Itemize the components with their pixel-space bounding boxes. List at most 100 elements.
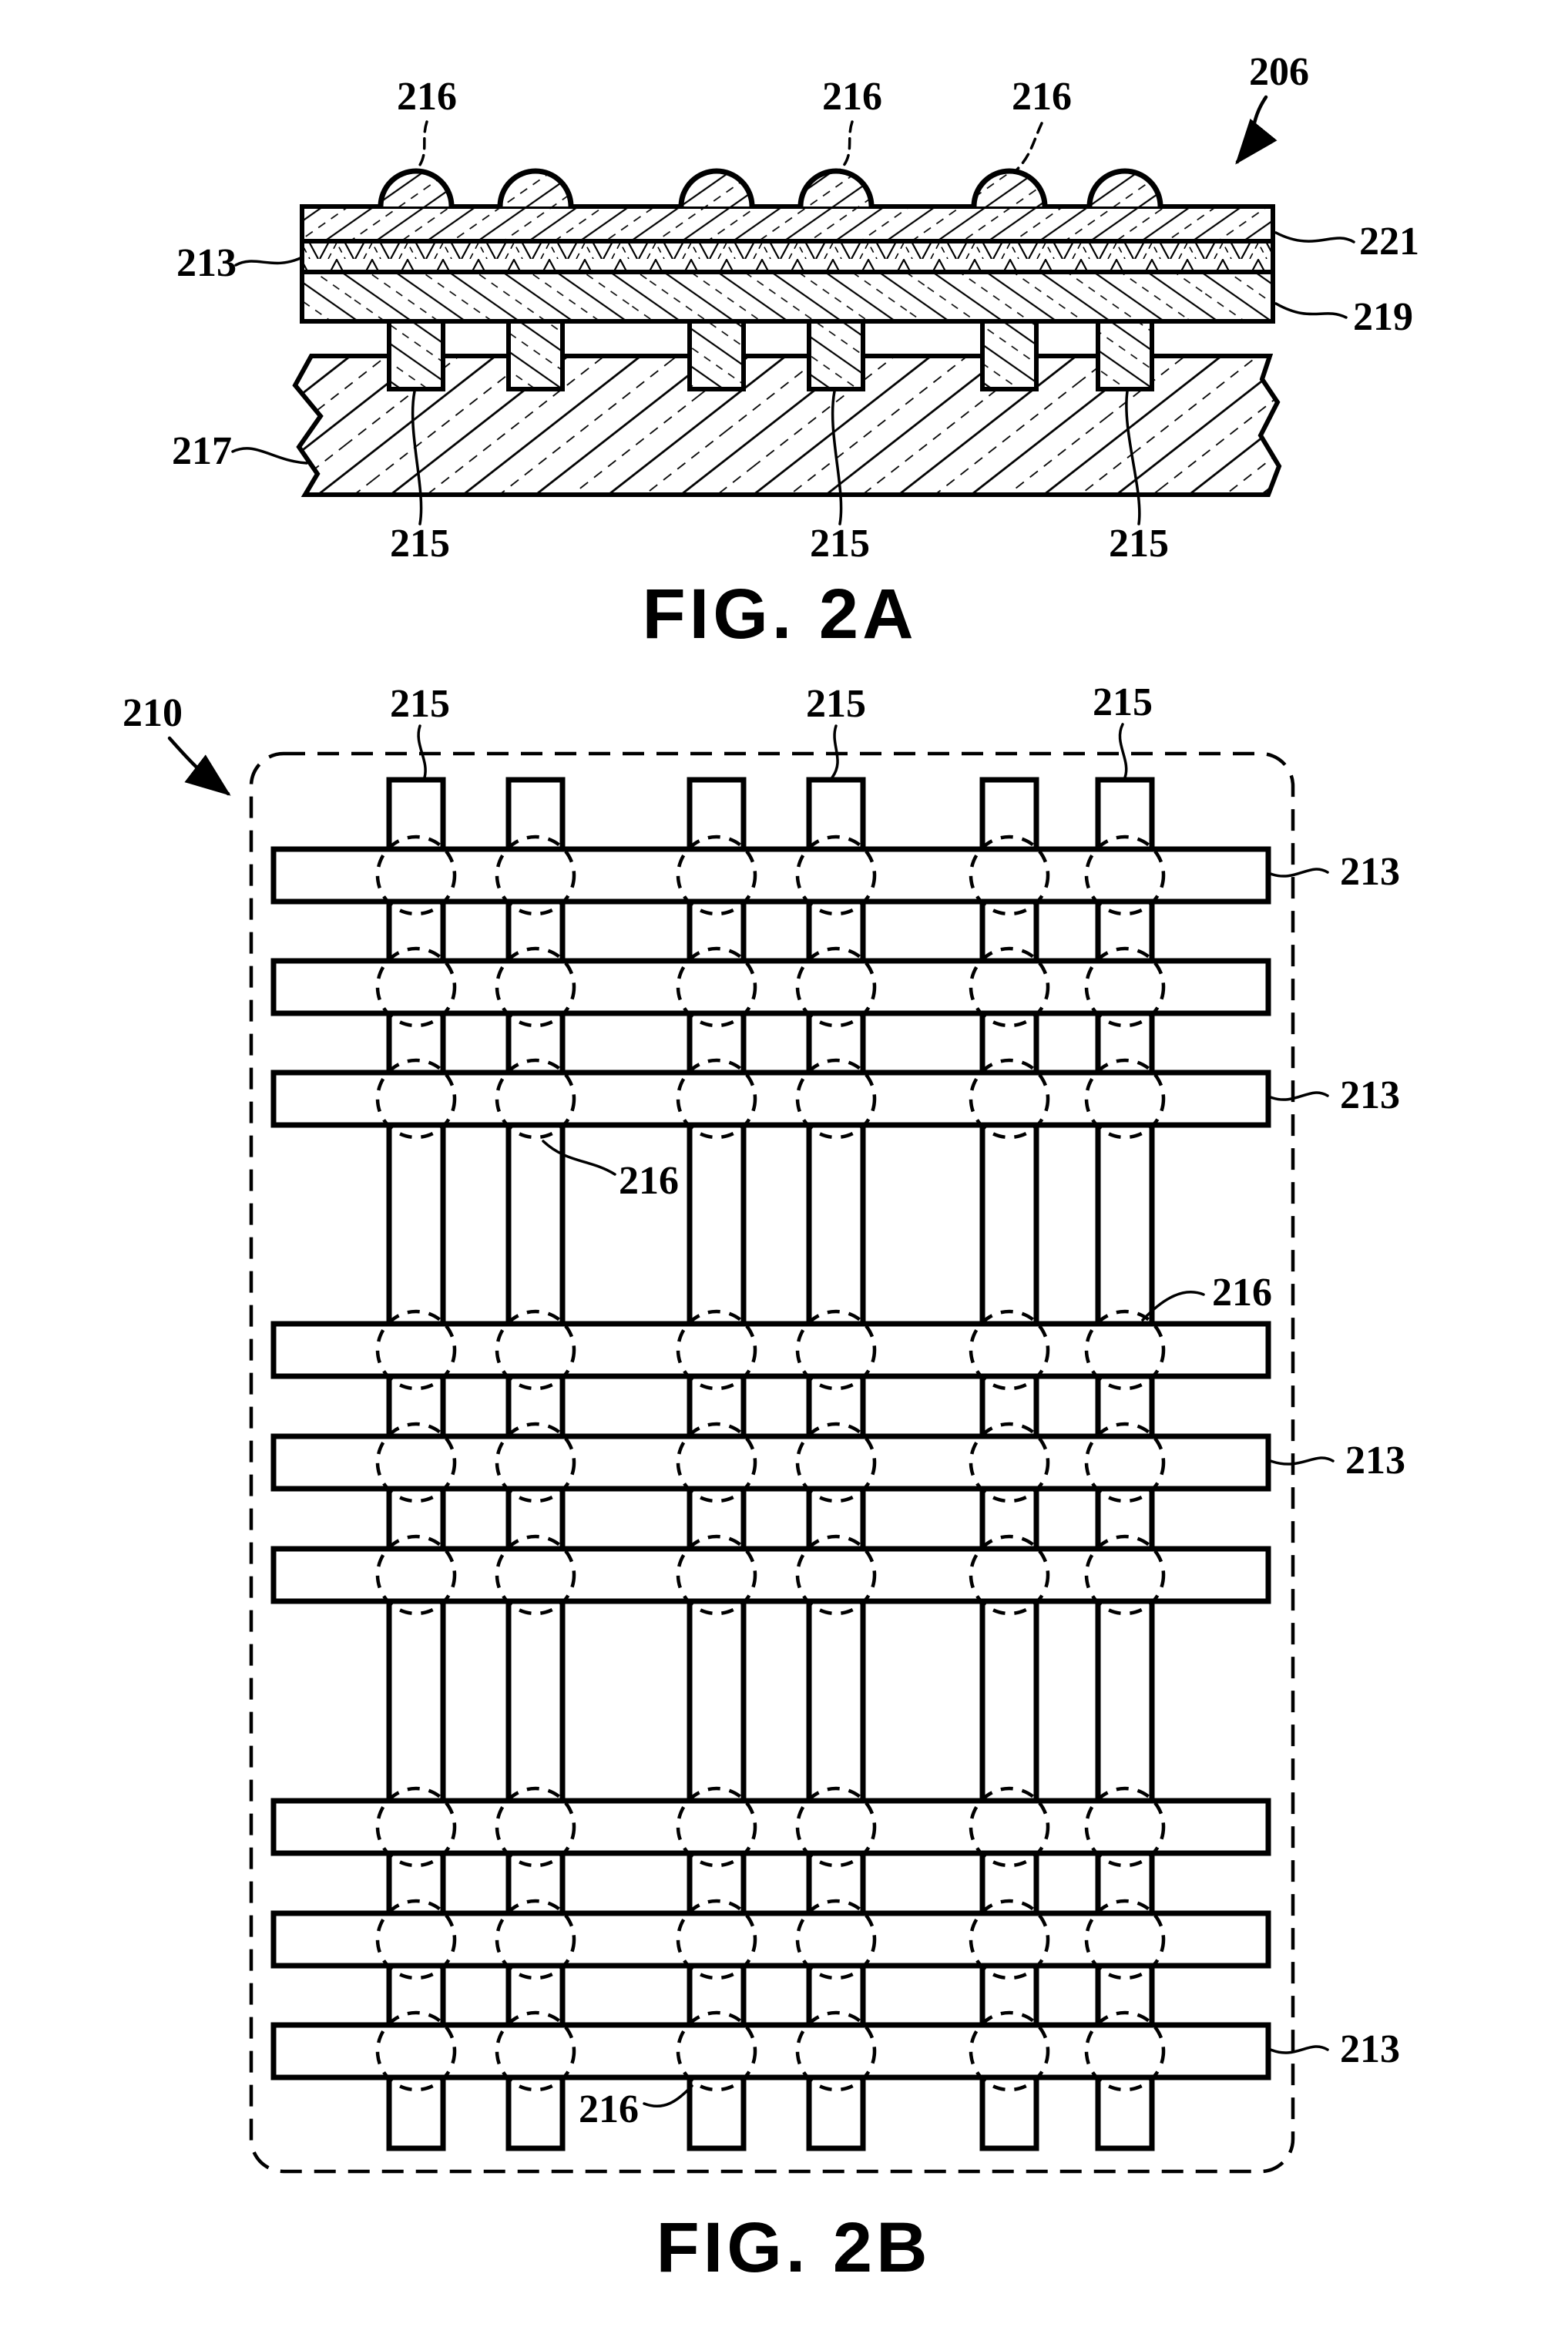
ref-213-row-label-1: 213: [1340, 850, 1400, 894]
fig2a-bumps-group: [378, 168, 1163, 207]
leader-213-2a: [234, 256, 304, 267]
row-conductor-213-5: [270, 1433, 1271, 1492]
fig2b-rows-group: [270, 846, 1271, 2080]
bump-circle-216-r6-c3: [676, 1534, 757, 1616]
bump-circle-216-r6-c1: [375, 1534, 457, 1616]
leader-216-2b-2: [1141, 1291, 1205, 1321]
leader-210-arrow: [167, 736, 231, 796]
ref-206-label: 206: [1249, 50, 1309, 94]
bump-circle-216-r4-c4: [795, 1309, 877, 1391]
bump-circle-216-r3-c4: [795, 1058, 877, 1140]
via-215-5: [980, 319, 1039, 391]
ref-216-2b-label-2: 216: [1212, 1271, 1272, 1315]
ref-216-label-2: 216: [822, 75, 882, 119]
bump-circle-216-r7-c2: [495, 1786, 576, 1868]
ref-215-label-2: 215: [810, 522, 870, 566]
bump-circle-216-r1-c4: [795, 835, 877, 916]
bump-circle-216-r1-c3: [676, 835, 757, 916]
bump-circle-216-r4-c2: [495, 1309, 576, 1391]
bump-circle-216-r7-c4: [795, 1786, 877, 1868]
bump-circle-216-r9-c2: [495, 2010, 576, 2092]
bump-circle-216-r1-c6: [1084, 835, 1166, 916]
row-conductor-213-2: [270, 958, 1271, 1016]
bump-circle-216-r9-c3: [676, 2010, 757, 2092]
bump-circle-216-r8-c1: [375, 1899, 457, 1980]
bump-circle-216-r4-c6: [1084, 1309, 1166, 1391]
bump-circle-216-r8-c5: [969, 1899, 1050, 1980]
ref-213-row-label-2: 213: [1340, 1073, 1400, 1117]
fig2a-top-layer-221: [300, 204, 1275, 243]
bump-circle-216-r6-c2: [495, 1534, 576, 1616]
bump-circle-216-r2-c3: [676, 946, 757, 1028]
bump-circle-216-r3-c3: [676, 1058, 757, 1140]
leader-213-row1: [1269, 868, 1329, 878]
leader-221: [1274, 231, 1355, 243]
bump-circle-216-r3-c1: [375, 1058, 457, 1140]
leader-216-2b-1: [542, 1140, 616, 1176]
ref-216-2b-label-3: 216: [579, 2087, 639, 2131]
fig2a-lower-layer-219: [300, 270, 1275, 324]
bump-circle-216-r9-c4: [795, 2010, 877, 2092]
bump-circle-216-r9-c5: [969, 2010, 1050, 2092]
bump-circle-216-r4-c3: [676, 1309, 757, 1391]
bump-216-3: [678, 168, 755, 207]
bump-circle-216-r5-c1: [375, 1422, 457, 1503]
via-215-4: [807, 319, 865, 391]
fig2b-bump-circles-group: [375, 835, 1166, 2092]
row-conductor-213-4: [270, 1321, 1271, 1379]
ref-221-label: 221: [1359, 220, 1419, 264]
bump-circle-216-r8-c2: [495, 1899, 576, 1980]
ref-215-col-label-1: 215: [390, 682, 450, 726]
ref-215-col-label-2: 215: [806, 682, 866, 726]
leader-215-a: [411, 390, 423, 526]
bump-circle-216-r9-c6: [1084, 2010, 1166, 2092]
bump-circle-216-r6-c4: [795, 1534, 877, 1616]
row-conductor-213-7: [270, 1798, 1271, 1856]
leader-219: [1274, 302, 1348, 319]
fig2a-middle-layer-213: [300, 239, 1275, 274]
row-conductor-213-9: [270, 2022, 1271, 2080]
fig2b: 210 215 215 215 213 213 213 213 216 216 …: [123, 680, 1405, 2287]
leader-213-row5: [1269, 1456, 1335, 1466]
bump-circle-216-r8-c3: [676, 1899, 757, 1980]
bump-circle-216-r6-c5: [969, 1534, 1050, 1616]
bump-circle-216-r1-c2: [495, 835, 576, 916]
bump-circle-216-r3-c2: [495, 1058, 576, 1140]
bump-circle-216-r4-c1: [375, 1309, 457, 1391]
bump-circle-216-r4-c5: [969, 1309, 1050, 1391]
bump-circle-216-r2-c5: [969, 946, 1050, 1028]
leader-215-c: [1125, 390, 1141, 526]
ref-210-label: 210: [123, 691, 183, 735]
bump-circle-216-r3-c5: [969, 1058, 1050, 1140]
leader-213-row3: [1269, 1091, 1329, 1101]
row-conductor-213-3: [270, 1070, 1271, 1128]
fig2a: 216 216 216 206 221 219 213 217 215 215 …: [172, 50, 1419, 653]
ref-219-label: 219: [1353, 295, 1413, 339]
ref-216-label-1: 216: [397, 75, 457, 119]
fig2a-caption: FIG. 2A: [642, 575, 917, 653]
ref-217-label: 217: [172, 429, 232, 473]
leader-215-col-a: [417, 724, 427, 779]
via-215-1: [387, 319, 445, 391]
leader-216-a: [415, 120, 428, 172]
bump-circle-216-r2-c6: [1084, 946, 1166, 1028]
bump-circle-216-r9-c1: [375, 2010, 457, 2092]
bump-216-5: [971, 168, 1048, 207]
leader-217: [231, 447, 308, 465]
ref-215-col-label-3: 215: [1093, 680, 1153, 724]
leader-213-row9: [1269, 2045, 1329, 2054]
ref-213-row-label-4: 213: [1340, 2027, 1400, 2071]
bump-circle-216-r5-c5: [969, 1422, 1050, 1503]
via-215-6: [1096, 319, 1154, 391]
bump-circle-216-r1-c1: [375, 835, 457, 916]
bump-circle-216-r1-c5: [969, 835, 1050, 916]
bump-circle-216-r7-c5: [969, 1786, 1050, 1868]
fig2a-vias-group: [387, 319, 1154, 391]
leader-216-b: [838, 120, 854, 172]
bump-circle-216-r3-c6: [1084, 1058, 1166, 1140]
row-conductor-213-8: [270, 1910, 1271, 1969]
bump-circle-216-r5-c3: [676, 1422, 757, 1503]
bump-circle-216-r8-c4: [795, 1899, 877, 1980]
